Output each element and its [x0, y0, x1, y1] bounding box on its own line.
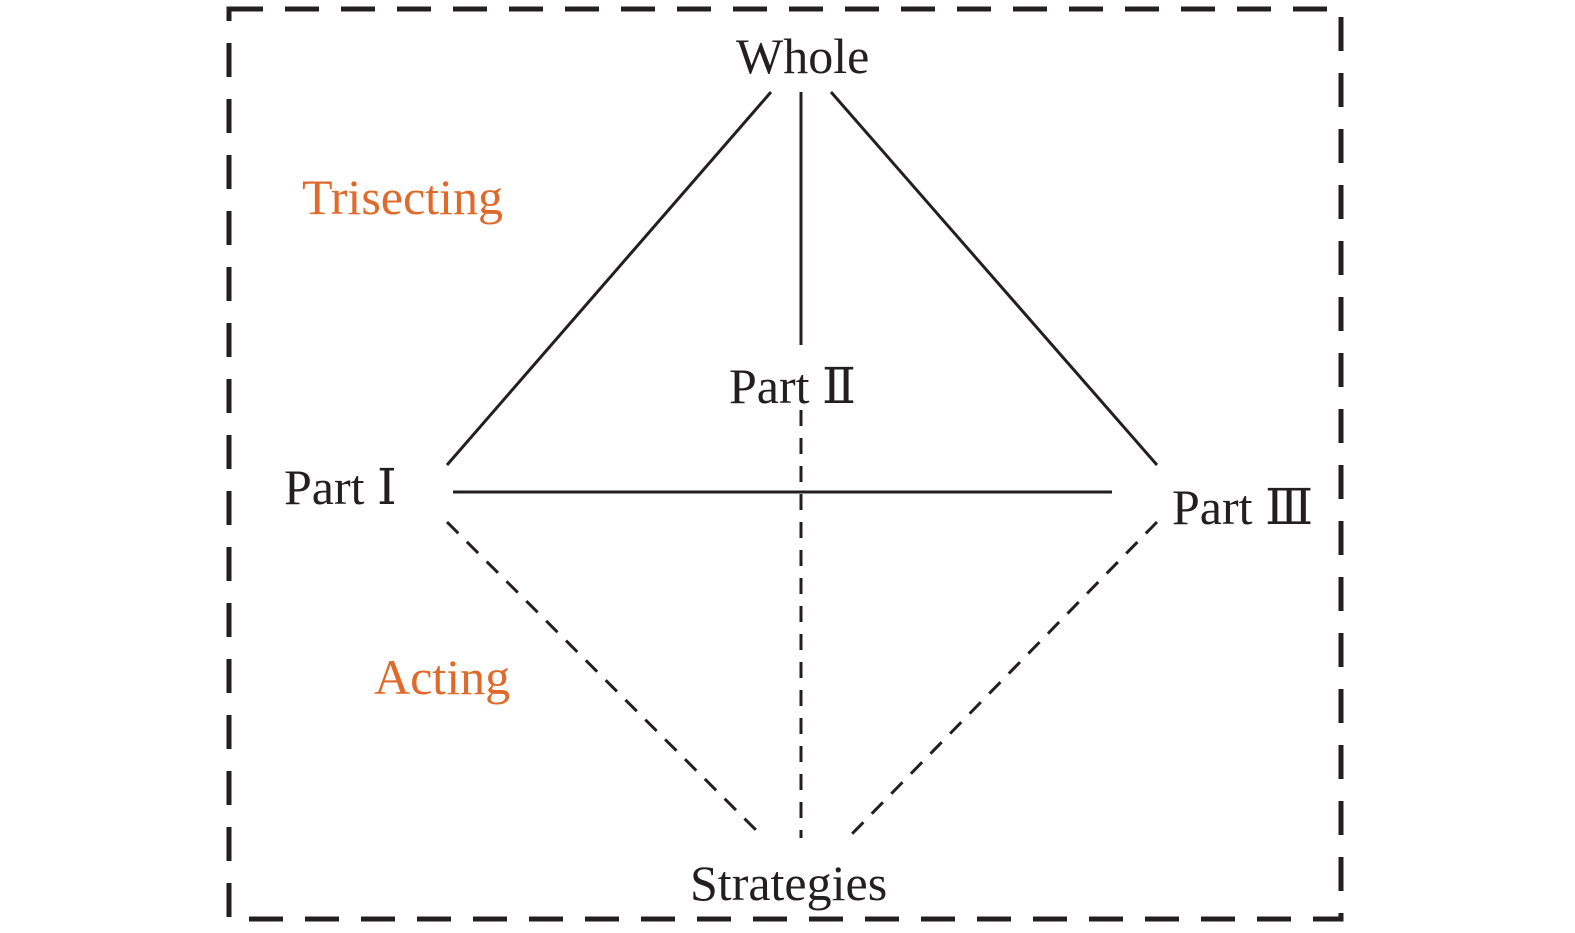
line-part3-strategies	[846, 520, 1159, 840]
line-whole-part1	[445, 91, 773, 466]
node-part1: Part Ⅰ	[284, 459, 397, 515]
line-whole-part3	[829, 91, 1159, 466]
label-acting: Acting	[374, 649, 511, 705]
outer-dashed-frame	[226, 6, 1344, 922]
node-part3: Part Ⅲ	[1172, 479, 1314, 535]
node-whole: Whole	[736, 28, 870, 84]
line-part1-strategies	[445, 520, 766, 840]
node-part2: Part Ⅱ	[729, 358, 857, 414]
label-trisecting: Trisecting	[302, 169, 503, 225]
node-strategies: Strategies	[690, 855, 888, 911]
